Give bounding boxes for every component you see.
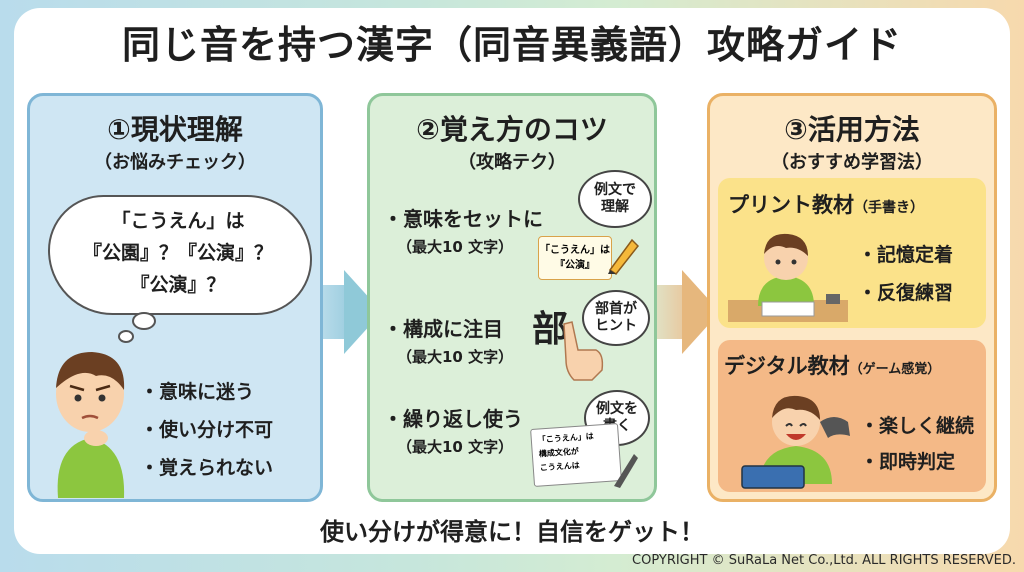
thought-line-3: 『公演』？: [130, 274, 226, 296]
thought-line-2: 『公園』？『公演』？: [82, 242, 273, 264]
thought-bubble-dot: [118, 330, 134, 343]
print-title-main: プリント教材: [728, 193, 854, 217]
tip2-callout: 部首がヒント: [582, 290, 650, 346]
thought-cloud: [48, 195, 312, 315]
panel1-heading: ①現状理解: [107, 113, 243, 146]
digital-bullet-list: ・楽しく継続 ・即時判定: [860, 408, 974, 480]
panel1-bullet: ・意味に迷う: [140, 381, 255, 403]
pencil-icon: [608, 238, 640, 276]
print-bullet: ・記憶定着: [858, 244, 954, 266]
panel1-subheading: （お悩みチェック）: [94, 152, 256, 173]
print-title-small: （手書き）: [854, 200, 924, 216]
tip2-callout-line: ヒント: [595, 318, 637, 334]
digital-title-small: （ゲーム感覚）: [849, 362, 941, 377]
print-bullet: ・反復練習: [858, 282, 954, 304]
confused-boy-icon: [56, 352, 125, 498]
tip1-example-card: 「こうえん」は 『公演』: [538, 236, 612, 280]
panel3-subheading: （おすすめ学習法）: [771, 152, 933, 173]
panel2-heading: ②覚え方のコツ: [416, 113, 608, 146]
gaming-boy-icon: [741, 395, 850, 489]
digital-material-title: デジタル教材（ゲーム感覚）: [724, 350, 940, 380]
tip1-callout-line: 理解: [601, 199, 629, 215]
panel2-subheading: （攻略テク）: [458, 152, 566, 173]
tip1-card-line: 『公演』: [555, 260, 595, 271]
tip2-callout-line: 部首が: [595, 301, 637, 317]
tip2-label: ・構成に注目: [383, 317, 503, 341]
tip1-label: ・意味をセットに: [383, 207, 543, 231]
tip3-label: ・繰り返し使う: [383, 407, 523, 431]
tip1-callout-line: 例文で: [594, 182, 636, 198]
footer-message: 使い分けが得意に！自信をゲット！: [320, 518, 704, 546]
digital-bullet: ・即時判定: [860, 451, 956, 473]
thought-bubble-dot: [132, 312, 156, 330]
tip3-notebook: 「こうえん」は 構成文化が こうえんは: [530, 423, 622, 487]
tip1-card-line: 「こうえん」は: [540, 245, 610, 256]
tip2-kanji: 部: [532, 309, 569, 350]
page-title: 同じ音を持つ漢字（同音異義語）攻略ガイド: [121, 23, 902, 67]
tip1-sub: （最大10 文字）: [397, 238, 514, 256]
copyright-notice: COPYRIGHT © SuRaLa Net Co.,Ltd. ALL RIGH…: [632, 553, 1016, 568]
tip2-sub: （最大10 文字）: [397, 348, 514, 366]
thought-line-1: 「こうえん」は: [111, 210, 245, 232]
digital-title-main: デジタル教材: [724, 354, 850, 378]
panel3-heading: ③活用方法: [784, 113, 920, 146]
writing-pen-icon: [614, 454, 638, 488]
tip3-sub: （最大10 文字）: [397, 438, 514, 456]
panel1-bullet-list: ・意味に迷う ・使い分け不可 ・覚えられない: [140, 373, 273, 487]
pointing-hand-icon: [563, 321, 604, 381]
digital-bullet: ・楽しく継続: [860, 415, 975, 437]
studying-boy-icon: [728, 233, 848, 322]
tip1-callout: 例文で理解: [578, 170, 652, 228]
panel1-bullet: ・覚えられない: [140, 457, 274, 479]
tip3-callout-line: 例文を: [596, 401, 638, 417]
print-bullet-list: ・記憶定着 ・反復練習: [858, 236, 953, 312]
panel1-bullet: ・使い分け不可: [140, 419, 274, 441]
print-material-title: プリント教材（手書き）: [728, 189, 924, 219]
